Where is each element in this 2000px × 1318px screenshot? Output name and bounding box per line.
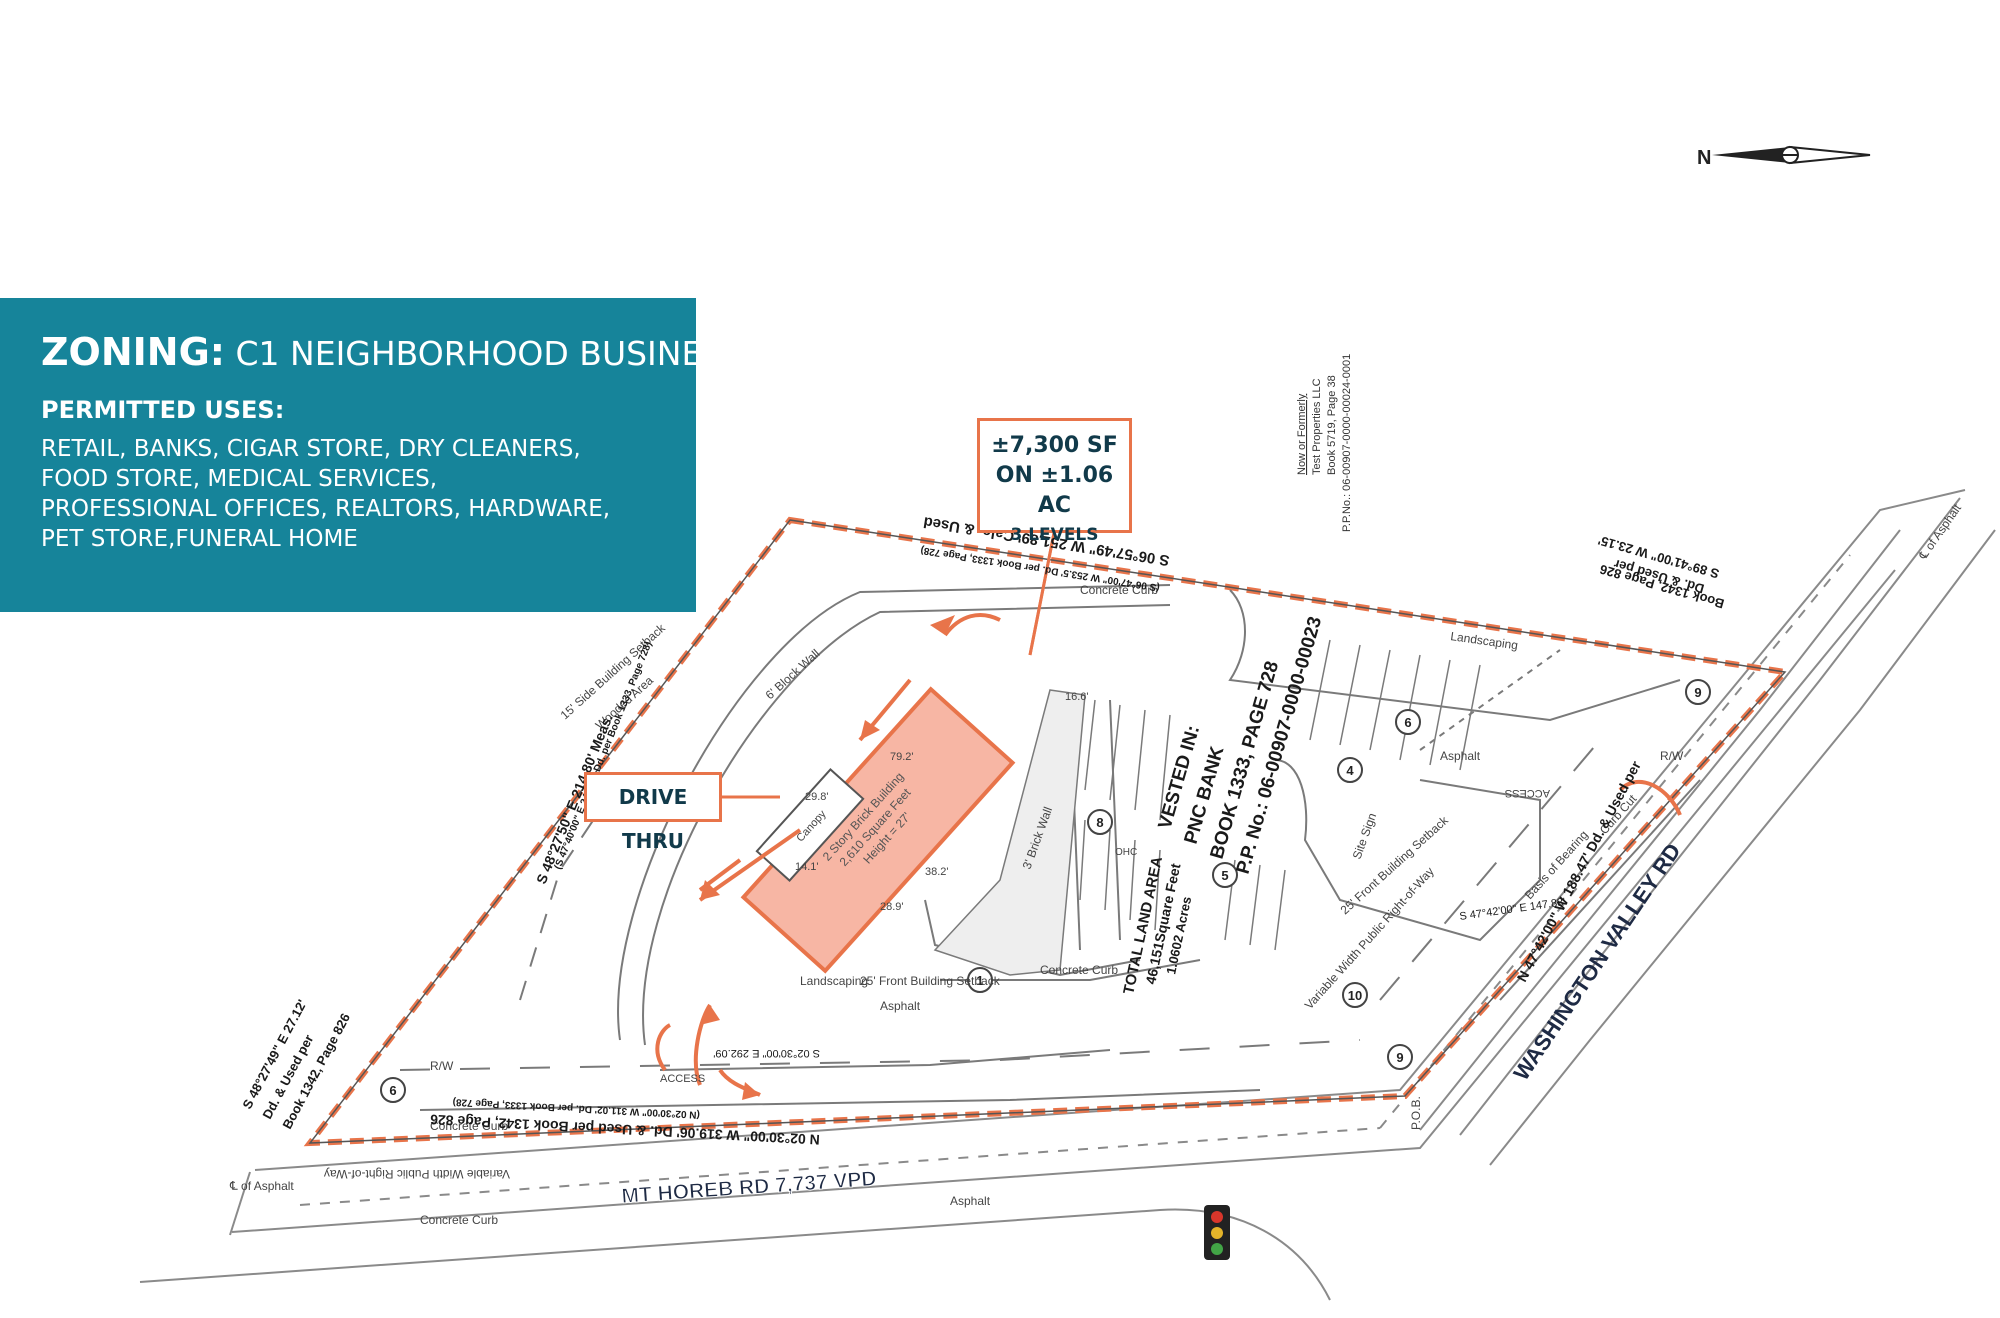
svg-text:P.O.B.: P.O.B. (1409, 1096, 1423, 1130)
zoning-value: C1 NEIGHBORHOOD BUSINES (235, 334, 724, 373)
road-label-mt-horeb: MT HOREB RD 7,737 VPD (621, 1167, 878, 1208)
traffic-light-icon (1204, 1205, 1230, 1260)
svg-text:Book 5719, Page 38: Book 5719, Page 38 (1326, 375, 1338, 475)
permitted-uses-line: PET STORE,FUNERAL HOME (41, 526, 358, 552)
svg-text:Asphalt: Asphalt (1440, 749, 1481, 763)
callout-leaders (722, 532, 1056, 799)
landscaping-strip (933, 689, 1086, 976)
permitted-uses-line: PROFESSIONAL OFFICES, REALTORS, HARDWARE… (41, 496, 611, 522)
svg-text:Site Sign: Site Sign (1350, 811, 1380, 861)
svg-text:6' Block Wall: 6' Block Wall (763, 646, 823, 702)
svg-text:℄ of Asphalt: ℄ of Asphalt (229, 1179, 294, 1193)
parking-circles (380, 679, 1711, 1103)
permitted-uses-list: RETAIL, BANKS, CIGAR STORE, DRY CLEANERS… (41, 434, 696, 554)
svg-text:4: 4 (1346, 763, 1354, 778)
permitted-uses-line: RETAIL, BANKS, CIGAR STORE, DRY CLEANERS… (41, 436, 581, 462)
svg-text:ACCESS: ACCESS (1505, 787, 1550, 799)
svg-text:Landscaping: Landscaping (800, 974, 868, 988)
size-callout: ±7,300 SF ON ±1.06 AC 3 LEVELS (977, 418, 1132, 545)
svg-text:Variable Width Public Right-of: Variable Width Public Right-of-Way (324, 1167, 510, 1181)
drive-thru-callout: DRIVE THRU (584, 772, 722, 853)
svg-text:R/W: R/W (1660, 749, 1684, 763)
zoning-label: ZONING: (41, 330, 225, 374)
parking-stalls (1079, 639, 1481, 951)
svg-text:6: 6 (1404, 715, 1411, 730)
land-area-block: TOTAL LAND AREA 46,151Square Feet 1.0602… (1120, 855, 1194, 996)
permitted-uses-line: FOOD STORE, MEDICAL SERVICES, (41, 466, 438, 492)
svg-text:Test Properties LLC: Test Properties LLC (1311, 378, 1323, 475)
size-callout-acres: ON ±1.06 AC (995, 463, 1114, 518)
svg-text:10: 10 (1348, 988, 1362, 1003)
svg-text:Concrete Curb: Concrete Curb (420, 1213, 498, 1227)
svg-text:28.9': 28.9' (880, 901, 904, 913)
north-arrow-icon: N (1697, 145, 1871, 169)
svg-text:R/W: R/W (430, 1059, 454, 1073)
svg-text:5: 5 (1221, 868, 1228, 883)
zoning-panel: ZONING: C1 NEIGHBORHOOD BUSINES PERMITTE… (0, 298, 723, 612)
svg-text:Concrete Curb: Concrete Curb (1040, 963, 1118, 977)
road-edges (139, 489, 1996, 1301)
svg-text:25' Front Building Setback: 25' Front Building Setback (860, 974, 1001, 988)
svg-text:Now or Formerly: Now or Formerly (1296, 393, 1308, 475)
svg-text:Asphalt: Asphalt (880, 999, 921, 1013)
parking-count-labels: 9 4 5 8 1 10 9 6 6 (389, 685, 1701, 1098)
svg-text:1: 1 (976, 973, 983, 988)
svg-text:9: 9 (1396, 1050, 1403, 1065)
svg-text:29.8': 29.8' (805, 791, 829, 803)
svg-text:℄ of Asphalt: ℄ of Asphalt (1915, 501, 1964, 563)
svg-text:14.1': 14.1' (795, 861, 819, 873)
svg-text:P.P.No.: 06-00907-0000-00024-0: P.P.No.: 06-00907-0000-00024-0001 (1341, 354, 1353, 532)
svg-text:16.6': 16.6' (1065, 691, 1089, 703)
traffic-arrowheads (700, 615, 955, 1100)
svg-text:38.2': 38.2' (925, 866, 949, 878)
svg-text:S 02°30'00" E 292.09': S 02°30'00" E 292.09' (713, 1047, 820, 1059)
svg-text:8: 8 (1096, 815, 1103, 830)
vested-block: VESTED IN: PNC BANK BOOK 1333, PAGE 728 … (1155, 614, 1327, 876)
permitted-uses-heading: PERMITTED USES: (41, 396, 285, 424)
svg-text:9: 9 (1694, 685, 1701, 700)
svg-text:ACCESS: ACCESS (660, 1073, 705, 1085)
zoning-title: ZONING: C1 NEIGHBORHOOD BUSINES (41, 330, 723, 374)
svg-text:Concrete Curb: Concrete Curb (1080, 583, 1158, 597)
canopy: Canopy (755, 767, 865, 883)
svg-text:N: N (1697, 147, 1711, 169)
neighbor-block: Now or Formerly Test Properties LLC Book… (1296, 354, 1353, 532)
size-callout-levels: 3 LEVELS (1010, 525, 1099, 545)
size-callout-sf: ±7,300 SF (991, 433, 1118, 458)
lot-lines (399, 584, 1701, 1111)
building-footprint: 2 Story Brick Building 2,610 Square Feet… (740, 686, 1016, 974)
svg-text:Asphalt: Asphalt (950, 1194, 991, 1208)
svg-text:OHC: OHC (1115, 847, 1137, 858)
svg-text:6: 6 (389, 1083, 396, 1098)
svg-text:79.2': 79.2' (890, 751, 914, 763)
svg-text:Concrete Curb: Concrete Curb (430, 1119, 508, 1133)
